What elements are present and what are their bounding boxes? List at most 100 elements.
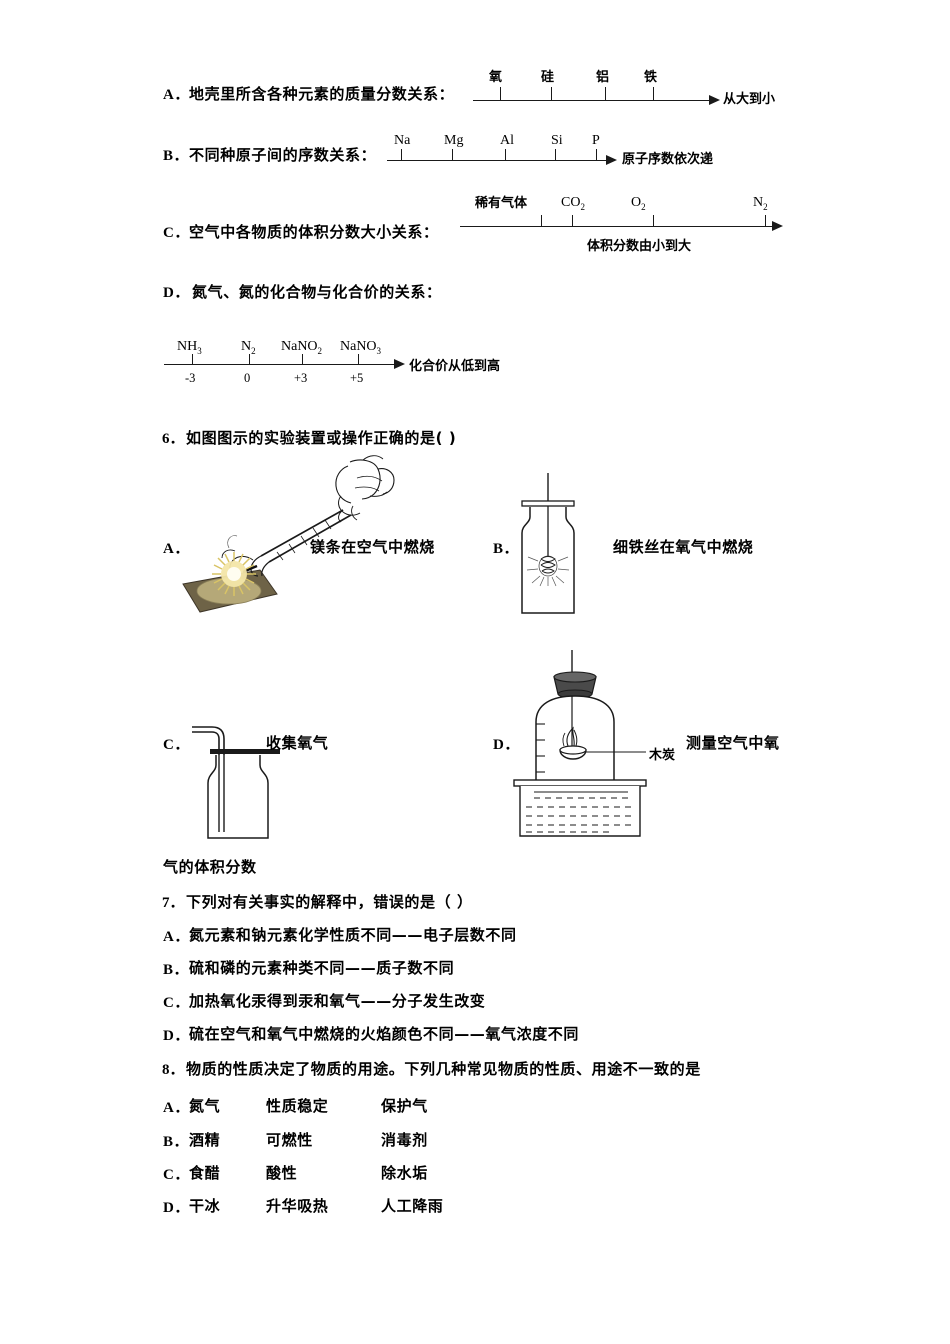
axis-d-line [164,364,396,365]
axis-c-label-2: O2 [631,195,646,212]
axis-c-tick-3 [765,215,766,226]
axis-b-tick-4 [596,149,597,160]
q8-d-use: 人工降雨 [381,1197,444,1215]
axis-c-tick-2 [653,215,654,226]
option-a-letter: A． [163,87,190,103]
axis-c-tick-1 [572,215,573,226]
question-8-number: 8． [162,1062,185,1078]
q8-a-property: 性质稳定 [266,1097,329,1115]
axis-b-tick-1 [452,149,453,160]
figure-c-letter: C． [163,737,190,753]
figure-collecting-oxygen-gas-jar [186,722,316,852]
figure-c-caption: 收集氧气 [266,734,329,752]
axis-d-label-1: N2 [241,339,256,356]
figure-iron-wire-burning-in-oxygen [500,473,620,633]
q8-c-property: 酸性 [266,1164,298,1182]
question-7-option-c-text: 加热氧化汞得到汞和氧气——分子发生改变 [189,992,486,1010]
option-a-text: 地壳里所含各种元素的质量分数关系： [189,85,455,103]
axis-b-label-4: P [592,133,600,148]
q8-b-letter: B． [163,1134,190,1150]
axis-c-tick-0 [541,215,542,226]
option-d-letter: D． [163,285,190,301]
q8-b-use: 消毒剂 [381,1131,428,1149]
measure-oxygen-in-air-icon [513,650,647,837]
figure-measuring-oxygen-content-in-air [500,650,680,840]
axis-a-tick-3 [653,87,654,100]
figure-b-letter: B． [493,541,520,557]
axis-b-caption: 原子序数依次递 [622,152,714,167]
axis-d-value-0: -3 [185,371,196,385]
axis-a-label-0: 氧 [489,70,503,85]
axis-b-label-1: Mg [444,133,464,148]
axis-d-value-3: +5 [350,371,364,385]
axis-c-label-0: 稀有气体 [475,196,528,211]
axis-a-tick-2 [605,87,606,100]
figure-magnesium-burning-in-air [165,452,455,622]
q8-a-use: 保护气 [381,1097,428,1115]
option-c-text: 空气中各物质的体积分数大小关系： [189,223,439,241]
q8-c-use: 除水垢 [381,1164,428,1182]
q8-b-substance: 酒精 [189,1131,221,1149]
axis-a-label-3: 铁 [644,70,658,85]
axis-c-caption: 体积分数由小到大 [587,239,692,254]
axis-d-tick-1 [249,354,250,364]
axis-a-label-1: 硅 [541,70,555,85]
axis-b-label-0: Na [394,133,411,148]
question-7-option-b-letter: B． [163,962,190,978]
option-d-text: 氮气、氮的化合物与化合价的关系： [192,283,442,301]
option-b-text: 不同种原子间的序数关系： [189,146,377,164]
figure-a-caption: 镁条在空气中燃烧 [310,538,435,556]
question-7-option-a-letter: A． [163,929,190,945]
axis-d-label-2: NaNO2 [281,339,323,356]
axis-b-tick-3 [555,149,556,160]
axis-c-label-3: N2 [753,195,768,212]
axis-c-line [460,226,774,227]
axis-d-label-3: NaNO3 [340,339,382,356]
figure-d-annotation: 木炭 [649,748,676,763]
q8-a-substance: 氮气 [189,1097,221,1115]
question-7-option-d-letter: D． [163,1028,190,1044]
question-7-number: 7． [162,895,185,911]
question-7-option-d-text: 硫在空气和氧气中燃烧的火焰颜色不同——氧气浓度不同 [189,1025,580,1043]
question-7-option-c-letter: C． [163,995,190,1011]
axis-d-tick-0 [192,354,193,364]
axis-c-arrow-icon [772,221,783,231]
q8-b-property: 可燃性 [266,1131,313,1149]
axis-c-label-1: CO2 [561,195,585,212]
q8-c-substance: 食醋 [189,1164,221,1182]
q8-c-letter: C． [163,1167,190,1183]
axis-d-label-0: NH3 [177,339,202,356]
q8-d-property: 升华吸热 [266,1197,329,1215]
question-6-number: 6． [162,431,185,447]
q8-d-letter: D． [163,1200,190,1216]
axis-a-label-2: 铝 [596,70,610,85]
axis-b-line [387,160,608,161]
figure-b-caption: 细铁丝在氧气中燃烧 [613,538,754,556]
figure-d-letter: D． [493,737,520,753]
question-6-continuation: 气的体积分数 [163,858,257,876]
question-7-option-a-text: 氮元素和钠元素化学性质不同——电子层数不同 [189,926,517,944]
axis-b-label-3: Si [551,133,563,148]
axis-b-tick-0 [401,149,402,160]
question-7-stem: 下列对有关事实的解释中，错误的是（ ） [186,893,473,911]
question-8-stem: 物质的性质决定了物质的用途。下列几种常见物质的性质、用途不一致的是 [186,1060,701,1078]
q8-a-letter: A． [163,1100,190,1116]
collecting-oxygen-icon [192,726,280,839]
axis-d-tick-2 [302,354,303,364]
axis-b-arrow-icon [606,155,617,165]
axis-b-label-2: Al [500,133,514,148]
question-6-stem: 如图图示的实验装置或操作正确的是( ) [186,429,457,447]
iron-wire-oxygen-icon [521,473,575,614]
axis-d-caption: 化合价从低到高 [409,359,501,374]
axis-d-tick-3 [358,354,359,364]
option-c-letter: C． [163,225,190,241]
axis-a-tick-1 [551,87,552,100]
figure-a-letter: A． [163,541,190,557]
axis-b-tick-2 [505,149,506,160]
axis-a-caption: 从大到小 [723,92,776,107]
axis-d-value-2: +3 [294,371,308,385]
axis-a-tick-0 [500,87,501,100]
q8-d-substance: 干冰 [189,1197,221,1215]
axis-a-arrow-icon [709,95,720,105]
